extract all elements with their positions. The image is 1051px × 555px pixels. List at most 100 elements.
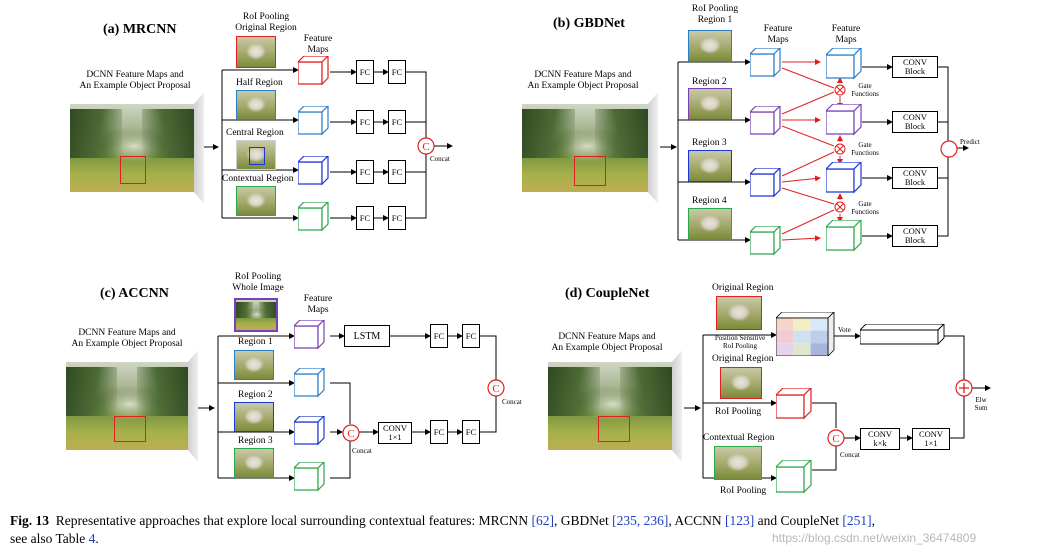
object-proposal-box: [574, 156, 606, 186]
panel-d-feature-map-green: [776, 460, 812, 494]
panel-a-feature-map-green: [298, 202, 329, 232]
panel-b-fm2-purple: [826, 104, 862, 136]
panel-a-fc-3a: FC: [356, 160, 374, 184]
panel-d-original-region-thumb: [716, 296, 762, 330]
svg-text:C: C: [422, 141, 429, 153]
panel-c-title: (c) ACCNN: [100, 286, 169, 301]
panel-c-feature-map-green: [294, 462, 325, 492]
panel-d-elw-sum-icon: [955, 379, 973, 397]
panel-c-fc-2b: FC: [462, 420, 480, 444]
panel-b-title: (b) GBDNet: [553, 16, 625, 31]
panel-d-roi-pooling2-label: RoI Pooling: [720, 486, 767, 496]
svg-text:C: C: [347, 428, 354, 440]
panel-d-vote-label: Vote: [838, 326, 851, 334]
object-proposal-box: [114, 416, 146, 442]
panel-a-dcnn-photo: [70, 104, 194, 192]
ref-link-accnn[interactable]: [123]: [725, 513, 755, 528]
panel-c-region1-thumb: [234, 350, 274, 380]
panel-a-concat-label: Concat: [430, 155, 450, 163]
panel-b-dcnn-photo: [522, 104, 648, 192]
panel-b-fm2-blue: [826, 162, 862, 194]
panel-c-region3-thumb: [234, 448, 274, 478]
panel-c-region2-label: Region 2: [238, 390, 273, 400]
panel-b-gate-3-icon: [834, 201, 846, 213]
panel-b-fm1-purple: [750, 106, 781, 136]
panel-b-region4-thumb: [688, 208, 732, 240]
ref-link-couplenet[interactable]: [251]: [842, 513, 872, 528]
panel-b-region2-thumb: [688, 88, 732, 120]
panel-a-contextual-region-thumb: [236, 186, 276, 216]
panel-b-region3-thumb: [688, 150, 732, 182]
object-proposal-box: [598, 416, 630, 442]
panel-b-fm1-blue: [750, 168, 781, 198]
panel-d-contextual-region-label: Contextual Region: [703, 433, 775, 443]
figure-caption: Fig. 13 Representative approaches that e…: [10, 513, 875, 546]
panel-d-feature-map-red: [776, 388, 812, 420]
panel-a-fc-3b: FC: [388, 160, 406, 184]
panel-a-feature-map-cyan: [298, 106, 329, 136]
panel-c-fc-1b: FC: [462, 324, 480, 348]
panel-a-half-region-label: Half Region: [236, 78, 283, 88]
panel-c-lstm-box: LSTM: [344, 325, 390, 347]
ref-link-table[interactable]: 4: [88, 531, 96, 546]
panel-c-feature-map-purple: [294, 320, 325, 350]
panel-a-original-region-thumb: [236, 36, 276, 68]
panel-b-fm2-cyan: [826, 48, 862, 80]
panel-b-region3-label: Region 3: [692, 138, 727, 148]
panel-c-dcnn-photo: [66, 362, 188, 450]
panel-c-concat-icon-2: C: [487, 379, 505, 397]
panel-b-fm1-green: [750, 226, 781, 256]
panel-b-fm2-green: [826, 220, 862, 252]
panel-d-contextual-region-thumb: [714, 446, 762, 480]
panel-b-region1-thumb: [688, 30, 732, 62]
panel-c-concat-icon-1: C: [342, 424, 360, 442]
caption-fig-number: Fig. 13: [10, 513, 49, 528]
panel-b-fm1-cyan: [750, 48, 781, 78]
panel-c-feature-map-blue: [294, 416, 325, 446]
panel-a-fc-1b: FC: [388, 60, 406, 84]
panel-c-fc-1a: FC: [430, 324, 448, 348]
watermark: https://blog.csdn.net/weixin_36474809: [772, 531, 977, 545]
panel-d-dcnn-photo: [548, 362, 672, 450]
panel-a-fc-4b: FC: [388, 206, 406, 230]
ref-link-gbdnet[interactable]: [235, 236]: [612, 513, 669, 528]
panel-a-fc-2b: FC: [388, 110, 406, 134]
panel-a-central-region-thumb: [236, 140, 276, 170]
panel-b-predict-node: [940, 140, 958, 158]
panel-c-feature-map-cyan: [294, 368, 325, 398]
panel-b-gate-2-icon: [834, 143, 846, 155]
panel-d-vote-box: [860, 324, 945, 346]
panel-d-title: (d) CoupleNet: [565, 286, 650, 301]
panel-a-fc-1a: FC: [356, 60, 374, 84]
panel-d-original-region2-thumb: [720, 367, 762, 399]
panel-a-contextual-region-label: Contextual Region: [222, 174, 294, 184]
panel-b-gate-1-icon: [834, 84, 846, 96]
panel-b-region4-label: Region 4: [692, 196, 727, 206]
panel-d-original-region2-label: Original Region: [712, 354, 774, 364]
panel-a-feature-map-red: [298, 56, 329, 86]
panel-d-roi-pooling-label: RoI Pooling: [715, 407, 762, 417]
ref-link-mrcnn[interactable]: [62]: [531, 513, 554, 528]
panel-a-fc-2a: FC: [356, 110, 374, 134]
panel-b-region2-label: Region 2: [692, 77, 727, 87]
panel-a-title: (a) MRCNN: [103, 22, 177, 37]
panel-c-fc-2a: FC: [430, 420, 448, 444]
panel-c-concat-label-1: Concat: [352, 447, 372, 455]
panel-d-ps-roi-grid: [776, 312, 835, 356]
